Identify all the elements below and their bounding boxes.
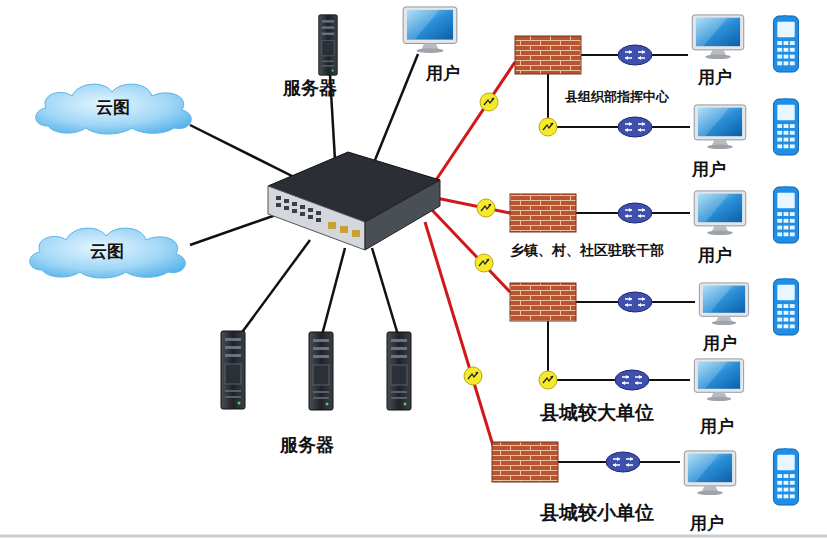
router-icon (618, 117, 652, 137)
link-symbol (539, 118, 557, 136)
cloud-node: 云图 (28, 78, 198, 136)
unit-label: 县城较大单位 (540, 400, 654, 426)
node-label: 服务器 (283, 76, 337, 100)
server-icon (319, 15, 338, 75)
network-switch (268, 152, 440, 250)
monitor-icon (694, 191, 746, 235)
server-icon (309, 332, 333, 410)
monitor-icon (692, 15, 744, 59)
firewall-node: 县城较小单位 (492, 442, 558, 482)
network-link (548, 74, 690, 127)
node-label: 用户 (426, 62, 460, 85)
server-icon (387, 332, 411, 410)
link-symbol (539, 371, 557, 389)
phone-icon (773, 446, 798, 505)
server-group-label: 服务器 (280, 433, 334, 457)
user-terminal: 用户 (690, 358, 748, 402)
phone-icon (773, 13, 798, 72)
node-label: 用户 (692, 158, 726, 181)
link-symbol (475, 254, 493, 272)
router-icon (618, 203, 652, 223)
cloud-node: 云图 (22, 222, 192, 280)
node-label: 乡镇、村、社区驻联干部 (510, 242, 664, 260)
user-terminal: 用户 (695, 282, 753, 326)
router-icon (618, 45, 652, 65)
user-terminal: 用户 (688, 14, 748, 60)
router-icon (618, 292, 652, 312)
link-symbol (480, 93, 498, 111)
node-label: 用户 (698, 66, 732, 89)
node-label: 用户 (703, 332, 737, 355)
firewall-node: 乡镇、村、社区驻联干部 (510, 194, 576, 232)
server-node: 服务器 (315, 14, 341, 76)
router-icon (606, 452, 640, 472)
monitor-icon (694, 105, 746, 149)
cloud-icon (30, 228, 186, 278)
link-symbol (464, 367, 482, 385)
node-label: 用户 (700, 415, 734, 438)
monitor-icon (403, 7, 457, 53)
phone-icon (773, 276, 798, 335)
wan-link (425, 62, 515, 452)
user-terminal: 用户 (680, 450, 740, 496)
monitor-icon (694, 359, 743, 401)
monitor-icon (684, 451, 736, 495)
user-terminal: 用户 (690, 190, 750, 236)
server-icon (221, 331, 245, 409)
phone-icon (773, 96, 798, 155)
node-label: 用户 (698, 244, 732, 267)
firewall-node: 县组织部指挥中心 (515, 36, 581, 74)
cloud-label: 云图 (90, 240, 124, 263)
phone-icon (773, 184, 798, 243)
node-label: 县组织部指挥中心 (565, 88, 669, 106)
node-label: 县城较小单位 (540, 500, 654, 526)
user-terminal: 用户 (398, 6, 462, 54)
cloud-label: 云图 (96, 96, 130, 119)
node-label: 用户 (690, 512, 724, 535)
cloud-icon (36, 84, 192, 134)
frame-edge (0, 535, 827, 538)
monitor-icon (699, 283, 748, 325)
link-symbol (477, 199, 495, 217)
user-terminal: 用户 (690, 104, 750, 150)
router-icon (615, 370, 649, 390)
